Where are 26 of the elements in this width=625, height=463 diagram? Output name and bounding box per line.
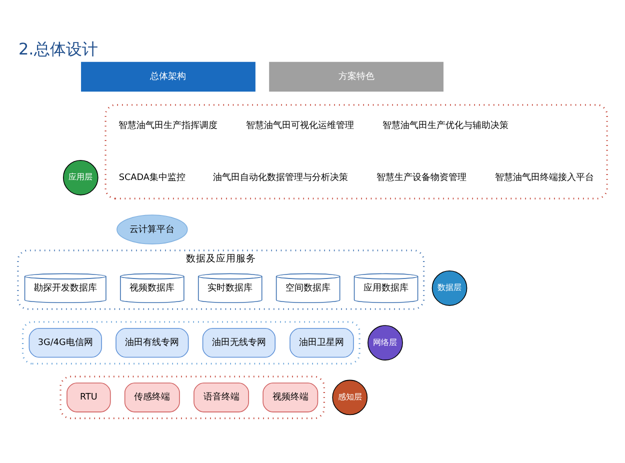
node-text: 智慧油气田生产优化与辅助决策: [382, 121, 509, 132]
node-text: SCADA集中监控: [118, 172, 186, 183]
cluster: [60, 376, 325, 420]
node-box: 油田有线专网: [116, 328, 189, 358]
cluster: [22, 321, 360, 364]
node-ellipse: 云计算平台: [116, 214, 188, 244]
node-box: 传感终端: [124, 382, 180, 412]
node-circle: 网络层: [368, 325, 403, 360]
node-box: RTU: [66, 382, 111, 412]
node-text: 油气田自动化数据管理与分析决策: [213, 172, 348, 183]
node-circle: 应用层: [62, 160, 98, 196]
node-text: 智慧油气田生产指挥调度: [118, 121, 218, 132]
node-box: 语音终端: [194, 382, 249, 412]
node-box: 3G/4G电信网: [28, 328, 102, 358]
diagram-title: 2.总体设计: [18, 39, 98, 58]
node-circle: 感知层: [332, 380, 368, 416]
node-text: 智慧油气田终端接入平台: [494, 172, 594, 183]
label: 方案特色: [338, 72, 374, 82]
node-text: 智慧生产设备物资管理: [376, 172, 466, 183]
node-text: 智慧油气田可视化运维管理: [246, 121, 354, 132]
node-box: 油田无线专网: [202, 328, 276, 358]
node-box: 油田卫星网: [290, 328, 354, 358]
label: 总体架构: [150, 72, 186, 82]
cluster: [104, 104, 608, 200]
node-box: 视频终端: [262, 382, 318, 412]
node-circle: 数据层: [432, 270, 468, 306]
